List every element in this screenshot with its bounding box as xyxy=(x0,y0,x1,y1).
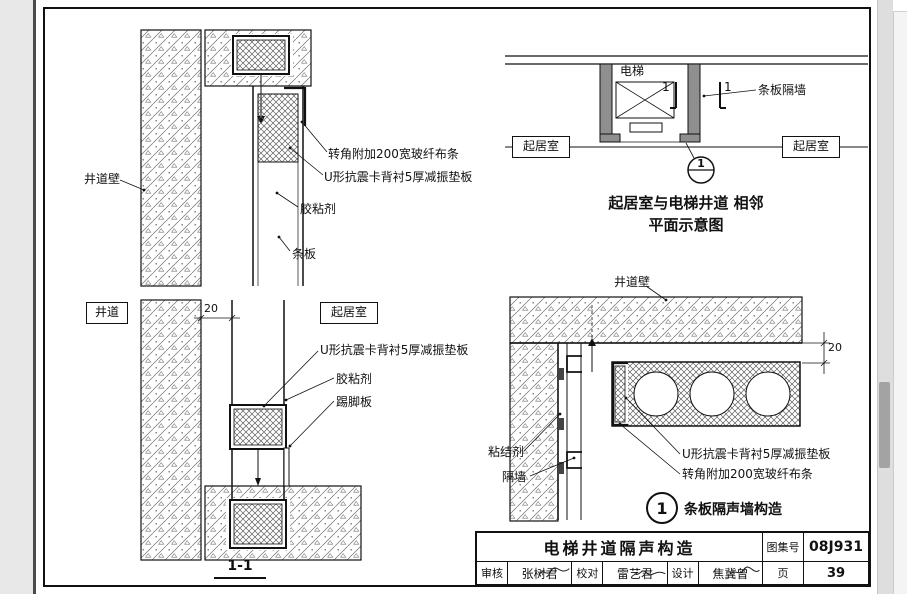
viewer-corner-box xyxy=(893,0,907,12)
section-caption-1-1: 1-1 xyxy=(214,558,266,579)
label-living-left: 起居室 xyxy=(512,136,570,158)
reviewer-name: 张树君 xyxy=(507,562,571,584)
label-livingroom-box: 起居室 xyxy=(320,302,378,324)
designer-name-text: 焦冀曾 xyxy=(712,566,749,581)
atlas-number-value: 08J931 xyxy=(803,533,868,561)
label-board: 条板 xyxy=(292,247,317,261)
atlas-number-label: 图集号 xyxy=(762,533,803,561)
label-uclip-bottom: U形抗震卡背衬5厚减振垫板 xyxy=(320,343,469,357)
label-skirting: 踢脚板 xyxy=(336,395,373,409)
label-partition: 隔墙 xyxy=(502,470,527,484)
dim-20-detail: 20 xyxy=(828,341,842,354)
plan-caption-line2: 平面示意图 xyxy=(648,216,724,234)
section-detail-top xyxy=(119,29,328,287)
right-margin-strip xyxy=(893,0,907,594)
proofreader-name: 雷艺君 xyxy=(602,562,666,584)
plan-caption-line1: 起居室与电梯井道 相邻 xyxy=(608,194,764,212)
label-corner-strip-detail: 转角附加200宽玻纤布条 xyxy=(682,467,813,481)
designer-signature xyxy=(730,566,760,575)
label-shaft-wall-top: 井道壁 xyxy=(84,172,121,186)
label-corner-strip-top: 转角附加200宽玻纤布条 xyxy=(328,147,459,161)
designer-label: 设计 xyxy=(666,562,698,584)
label-living-right: 起居室 xyxy=(782,136,840,158)
proofreader-label: 校对 xyxy=(571,562,602,584)
label-adhesive-bottom: 胶粘剂 xyxy=(336,372,373,386)
label-elevator: 电梯 xyxy=(620,64,645,78)
reviewer-label: 审核 xyxy=(481,567,503,580)
title-block: 电梯井道隔声构造 图集号 08J931 审核 张树君 校对 雷艺君 xyxy=(475,531,870,586)
detail-caption: 条板隔声墙构造 xyxy=(684,502,782,518)
cut-mark-1-right: 1 xyxy=(724,80,732,94)
drawing-linework: 1 xyxy=(43,7,871,587)
label-strip-partition: 条板隔墙 xyxy=(758,83,807,97)
designer-name: 焦冀曾 xyxy=(697,562,762,584)
label-uclip-top: U形抗震卡背衬5厚减振垫板 xyxy=(324,170,473,184)
detail-bubble-number: 1 xyxy=(656,499,667,518)
page-number: 39 xyxy=(803,562,868,584)
sheet-frame xyxy=(43,7,871,587)
plan-detail-bubble-number: 1 xyxy=(697,157,705,170)
label-adhesive-top: 胶粘剂 xyxy=(300,202,337,216)
label-shaft-wall-detail: 井道壁 xyxy=(614,275,651,289)
proofreader-signature xyxy=(634,570,666,576)
page-label: 页 xyxy=(762,562,803,584)
drawing-sheet: 1 xyxy=(33,0,877,594)
label-uclip-detail: U形抗震卡背衬5厚减振垫板 xyxy=(682,447,831,461)
scrollbar-thumb[interactable] xyxy=(879,382,890,468)
label-bonding-agent: 粘结剂 xyxy=(488,445,525,459)
label-shaft-box: 井道 xyxy=(86,302,128,324)
plan-schematic: 1 xyxy=(505,55,868,184)
scrollbar-track[interactable] xyxy=(877,0,894,594)
drawing-title: 电梯井道隔声构造 xyxy=(543,539,696,558)
dim-20-section: 20 xyxy=(204,302,218,315)
section-detail-bottom xyxy=(140,299,362,561)
cut-mark-1-left: 1 xyxy=(662,80,670,94)
reviewer-signature xyxy=(538,567,570,576)
partition-wall-detail: 1 xyxy=(509,285,830,524)
